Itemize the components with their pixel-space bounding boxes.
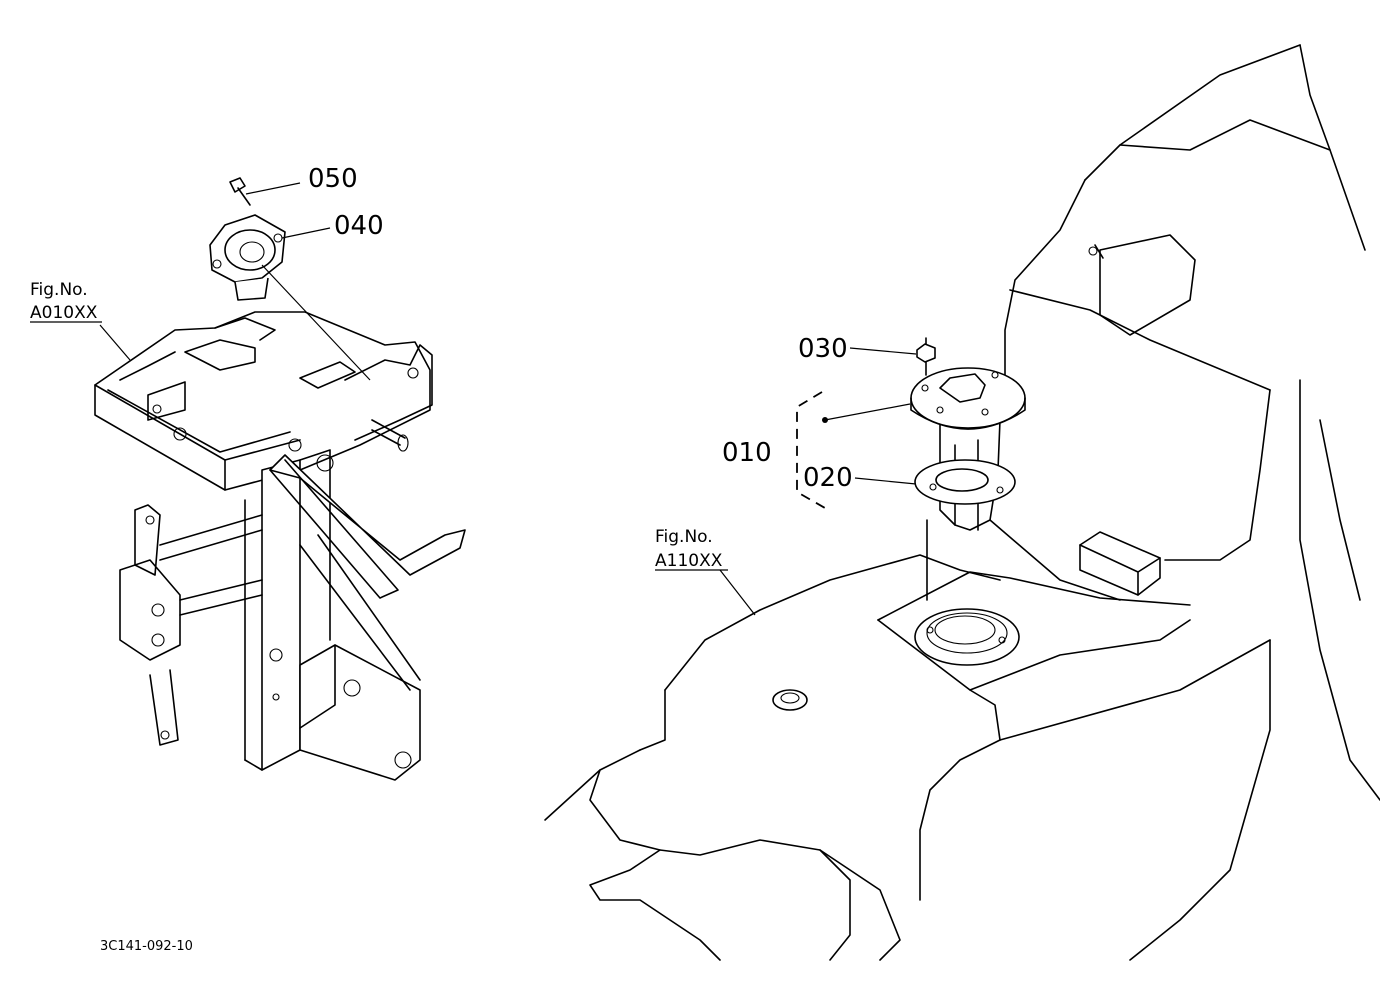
part-040-sensor (209, 214, 286, 301)
leader-050 (245, 182, 301, 195)
fig-ref-code-a010xx: A010XX (30, 303, 98, 323)
callout-020: 020 (803, 463, 853, 493)
part-010-fuel-pump-module (926, 419, 1161, 601)
part-020-gasket (914, 459, 1016, 505)
fig-ref-label-a110xx: Fig.No. (655, 527, 713, 547)
callout-030: 030 (798, 334, 848, 364)
leader-010-dot (822, 417, 828, 423)
leader-030 (849, 347, 917, 355)
pedal-bracket-assembly (94, 311, 466, 781)
mounting-axis-line (261, 264, 371, 381)
fig-ref-code-a110xx: A110XX (655, 551, 723, 571)
callout-050: 050 (308, 164, 358, 194)
fuel-tank-body (544, 44, 1380, 961)
drawing-number: 3C141-092-10 (100, 939, 193, 954)
part-030-nut (916, 337, 936, 376)
part-050-screw (229, 177, 251, 206)
group-bracket-010 (796, 391, 826, 509)
callout-010: 010 (722, 438, 772, 468)
fig-ref-label-a010xx: Fig.No. (30, 280, 88, 300)
leader-020 (854, 477, 917, 485)
pump-flange (910, 367, 1026, 430)
leader-010 (824, 403, 911, 421)
leader-fig-a110xx (719, 569, 756, 616)
callout-040: 040 (334, 211, 384, 241)
leader-040 (281, 227, 331, 239)
